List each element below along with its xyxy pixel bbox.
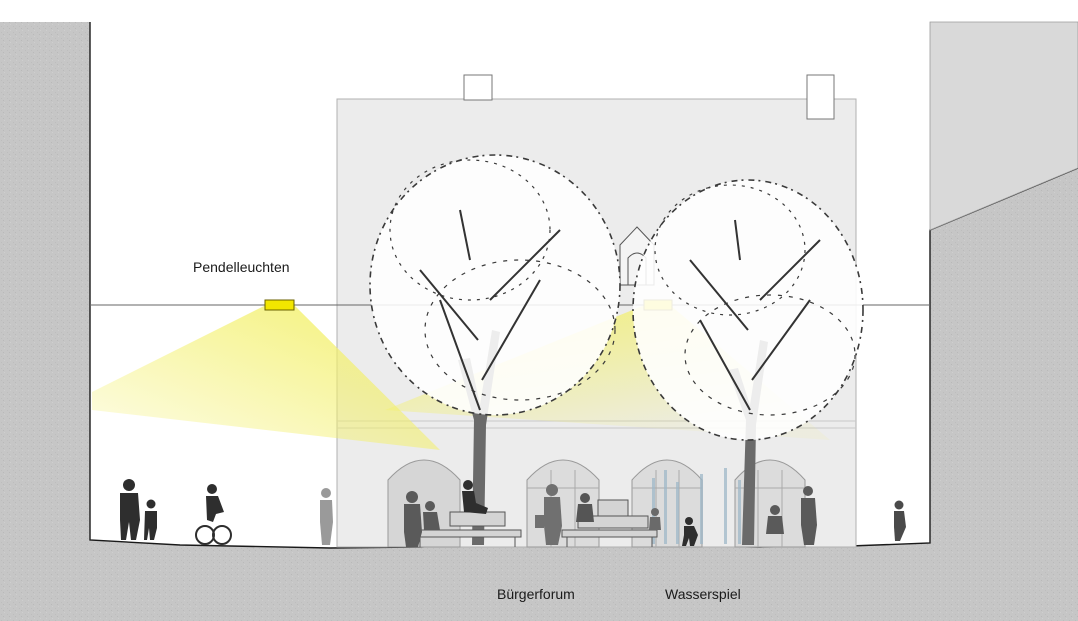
pendant-lamp-left: [264, 299, 295, 311]
chimney: [806, 74, 835, 120]
child-near-fountain: [649, 508, 661, 530]
cyclist: [195, 484, 232, 545]
label-water-feature: Wasserspiel: [665, 586, 741, 602]
label-pendant-lights: Pendelleuchten: [193, 259, 290, 275]
parent-with-child: [120, 479, 157, 540]
cafe-guests: [766, 486, 817, 545]
child-playing: [682, 517, 698, 546]
seated-person-tree: [462, 480, 488, 514]
bench-right: [561, 499, 658, 547]
tree-right: [632, 179, 864, 545]
person-on-bench: [576, 493, 594, 522]
person-with-bag: [535, 484, 562, 545]
tree-left: [369, 154, 621, 545]
label-civic-forum: Bürgerforum: [497, 586, 575, 602]
people: [120, 479, 906, 547]
runner-right: [894, 500, 906, 541]
group-left: [404, 491, 440, 547]
chimney: [463, 74, 493, 101]
pedestrian-faded: [320, 488, 333, 545]
